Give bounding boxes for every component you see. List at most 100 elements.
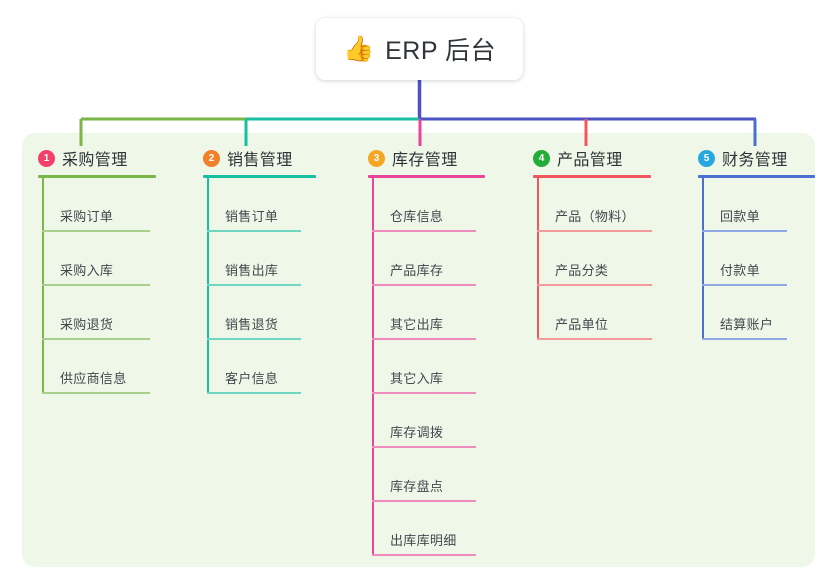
branch-item-rule — [207, 338, 301, 340]
branch-item-label: 采购退货 — [60, 317, 114, 332]
branch-item-label: 库存调拨 — [390, 425, 444, 440]
branch-item-rule — [372, 338, 476, 340]
branch-item-rule — [537, 230, 652, 232]
branch-item-label: 采购入库 — [60, 263, 114, 278]
branch-items-3: 仓库信息产品库存其它出库其它入库库存调拨库存盘点出库库明细 — [368, 178, 485, 556]
diagram-panel — [22, 133, 815, 567]
branch-column-1: 1 采购管理采购订单采购入库采购退货供应商信息 — [38, 146, 156, 394]
branch-item[interactable]: 其它入库 — [368, 340, 485, 394]
branch-title-5: 财务管理 — [722, 152, 788, 169]
branch-item-label: 出库库明细 — [390, 533, 457, 548]
branch-item[interactable]: 产品分类 — [533, 232, 652, 286]
branch-badge-3: 3 — [368, 149, 385, 167]
branch-item[interactable]: 销售退货 — [203, 286, 316, 340]
branch-underline-4 — [533, 175, 651, 178]
branch-item-rule — [702, 230, 787, 232]
branch-item-rule — [42, 392, 150, 394]
branch-column-2: 2 销售管理销售订单销售出库销售退货客户信息 — [203, 146, 316, 394]
branch-item-rule — [207, 230, 301, 232]
branch-item[interactable]: 客户信息 — [203, 340, 316, 394]
branch-title-1: 采购管理 — [62, 152, 128, 169]
branch-title-2: 销售管理 — [227, 152, 293, 169]
branch-badge-2: 2 — [203, 149, 220, 167]
branch-item-rule — [42, 338, 150, 340]
branch-item-rule — [42, 284, 150, 286]
branch-item[interactable]: 产品库存 — [368, 232, 485, 286]
branch-item-rule — [372, 230, 476, 232]
branch-item-rule — [372, 392, 476, 394]
branch-item-rule — [207, 392, 301, 394]
branch-header-1[interactable]: 1 采购管理 — [38, 146, 156, 170]
branch-header-2[interactable]: 2 销售管理 — [203, 146, 316, 170]
branch-item-label: 产品分类 — [555, 263, 609, 278]
branch-item-rule — [42, 230, 150, 232]
branch-item-label: 供应商信息 — [60, 371, 127, 386]
branch-item-label: 销售出库 — [225, 263, 279, 278]
branch-trunk-1 — [42, 178, 44, 394]
branch-title-3: 库存管理 — [392, 152, 458, 169]
branch-item-label: 结算账户 — [720, 317, 774, 332]
branch-item-label: 采购订单 — [60, 209, 114, 224]
branch-item-rule — [537, 338, 652, 340]
branch-item-label: 付款单 — [720, 263, 760, 278]
branch-item-label: 库存盘点 — [390, 479, 444, 494]
branch-item[interactable]: 回款单 — [698, 178, 815, 232]
branch-item[interactable]: 采购退货 — [38, 286, 156, 340]
branch-item-rule — [207, 284, 301, 286]
branch-trunk-5 — [702, 178, 704, 340]
thumbs-up-icon: 👍 — [342, 34, 375, 63]
branch-item-label: 产品单位 — [555, 317, 609, 332]
branch-item[interactable]: 出库库明细 — [368, 502, 485, 556]
branch-header-5[interactable]: 5 财务管理 — [698, 146, 815, 170]
branch-item[interactable]: 库存调拨 — [368, 394, 485, 448]
branch-item-rule — [702, 338, 787, 340]
branch-badge-5: 5 — [698, 149, 715, 167]
branch-item-rule — [372, 554, 476, 556]
branch-item[interactable]: 供应商信息 — [38, 340, 156, 394]
branch-item-label: 销售订单 — [225, 209, 279, 224]
root-title: ERP 后台 — [385, 37, 497, 65]
branch-item[interactable]: 销售订单 — [203, 178, 316, 232]
branch-trunk-2 — [207, 178, 209, 394]
branch-item[interactable]: 其它出库 — [368, 286, 485, 340]
branch-item-label: 其它出库 — [390, 317, 444, 332]
branch-trunk-3 — [372, 178, 374, 556]
branch-item[interactable]: 付款单 — [698, 232, 815, 286]
branch-item[interactable]: 库存盘点 — [368, 448, 485, 502]
branch-item-label: 客户信息 — [225, 371, 279, 386]
branch-item-label: 产品库存 — [390, 263, 444, 278]
branch-item[interactable]: 采购订单 — [38, 178, 156, 232]
branch-item-label: 其它入库 — [390, 371, 444, 386]
branch-trunk-4 — [537, 178, 539, 340]
branch-item-rule — [372, 500, 476, 502]
branch-underline-1 — [38, 175, 156, 178]
branch-column-3: 3 库存管理仓库信息产品库存其它出库其它入库库存调拨库存盘点出库库明细 — [368, 146, 485, 556]
branch-items-1: 采购订单采购入库采购退货供应商信息 — [38, 178, 156, 394]
branch-item[interactable]: 结算账户 — [698, 286, 815, 340]
branch-item[interactable]: 销售出库 — [203, 232, 316, 286]
branch-item[interactable]: 采购入库 — [38, 232, 156, 286]
branch-item-rule — [372, 284, 476, 286]
branch-item-label: 产品（物料） — [555, 209, 635, 224]
branch-title-4: 产品管理 — [557, 152, 623, 169]
branch-item[interactable]: 仓库信息 — [368, 178, 485, 232]
branch-item-label: 仓库信息 — [390, 209, 444, 224]
branch-item-label: 回款单 — [720, 209, 760, 224]
branch-item-rule — [702, 284, 787, 286]
branch-items-4: 产品（物料） 产品分类产品单位 — [533, 178, 652, 340]
branch-item[interactable]: 产品单位 — [533, 286, 652, 340]
branch-column-5: 5 财务管理回款单付款单结算账户 — [698, 146, 815, 340]
branch-underline-3 — [368, 175, 485, 178]
branch-underline-2 — [203, 175, 316, 178]
branch-item[interactable]: 产品（物料） — [533, 178, 652, 232]
branch-item-rule — [537, 284, 652, 286]
branch-items-2: 销售订单销售出库销售退货客户信息 — [203, 178, 316, 394]
branch-badge-1: 1 — [38, 149, 55, 167]
root-node[interactable]: 👍 ERP 后台 — [316, 18, 523, 80]
branch-header-3[interactable]: 3 库存管理 — [368, 146, 485, 170]
branch-item-label: 销售退货 — [225, 317, 279, 332]
branch-underline-5 — [698, 175, 815, 178]
